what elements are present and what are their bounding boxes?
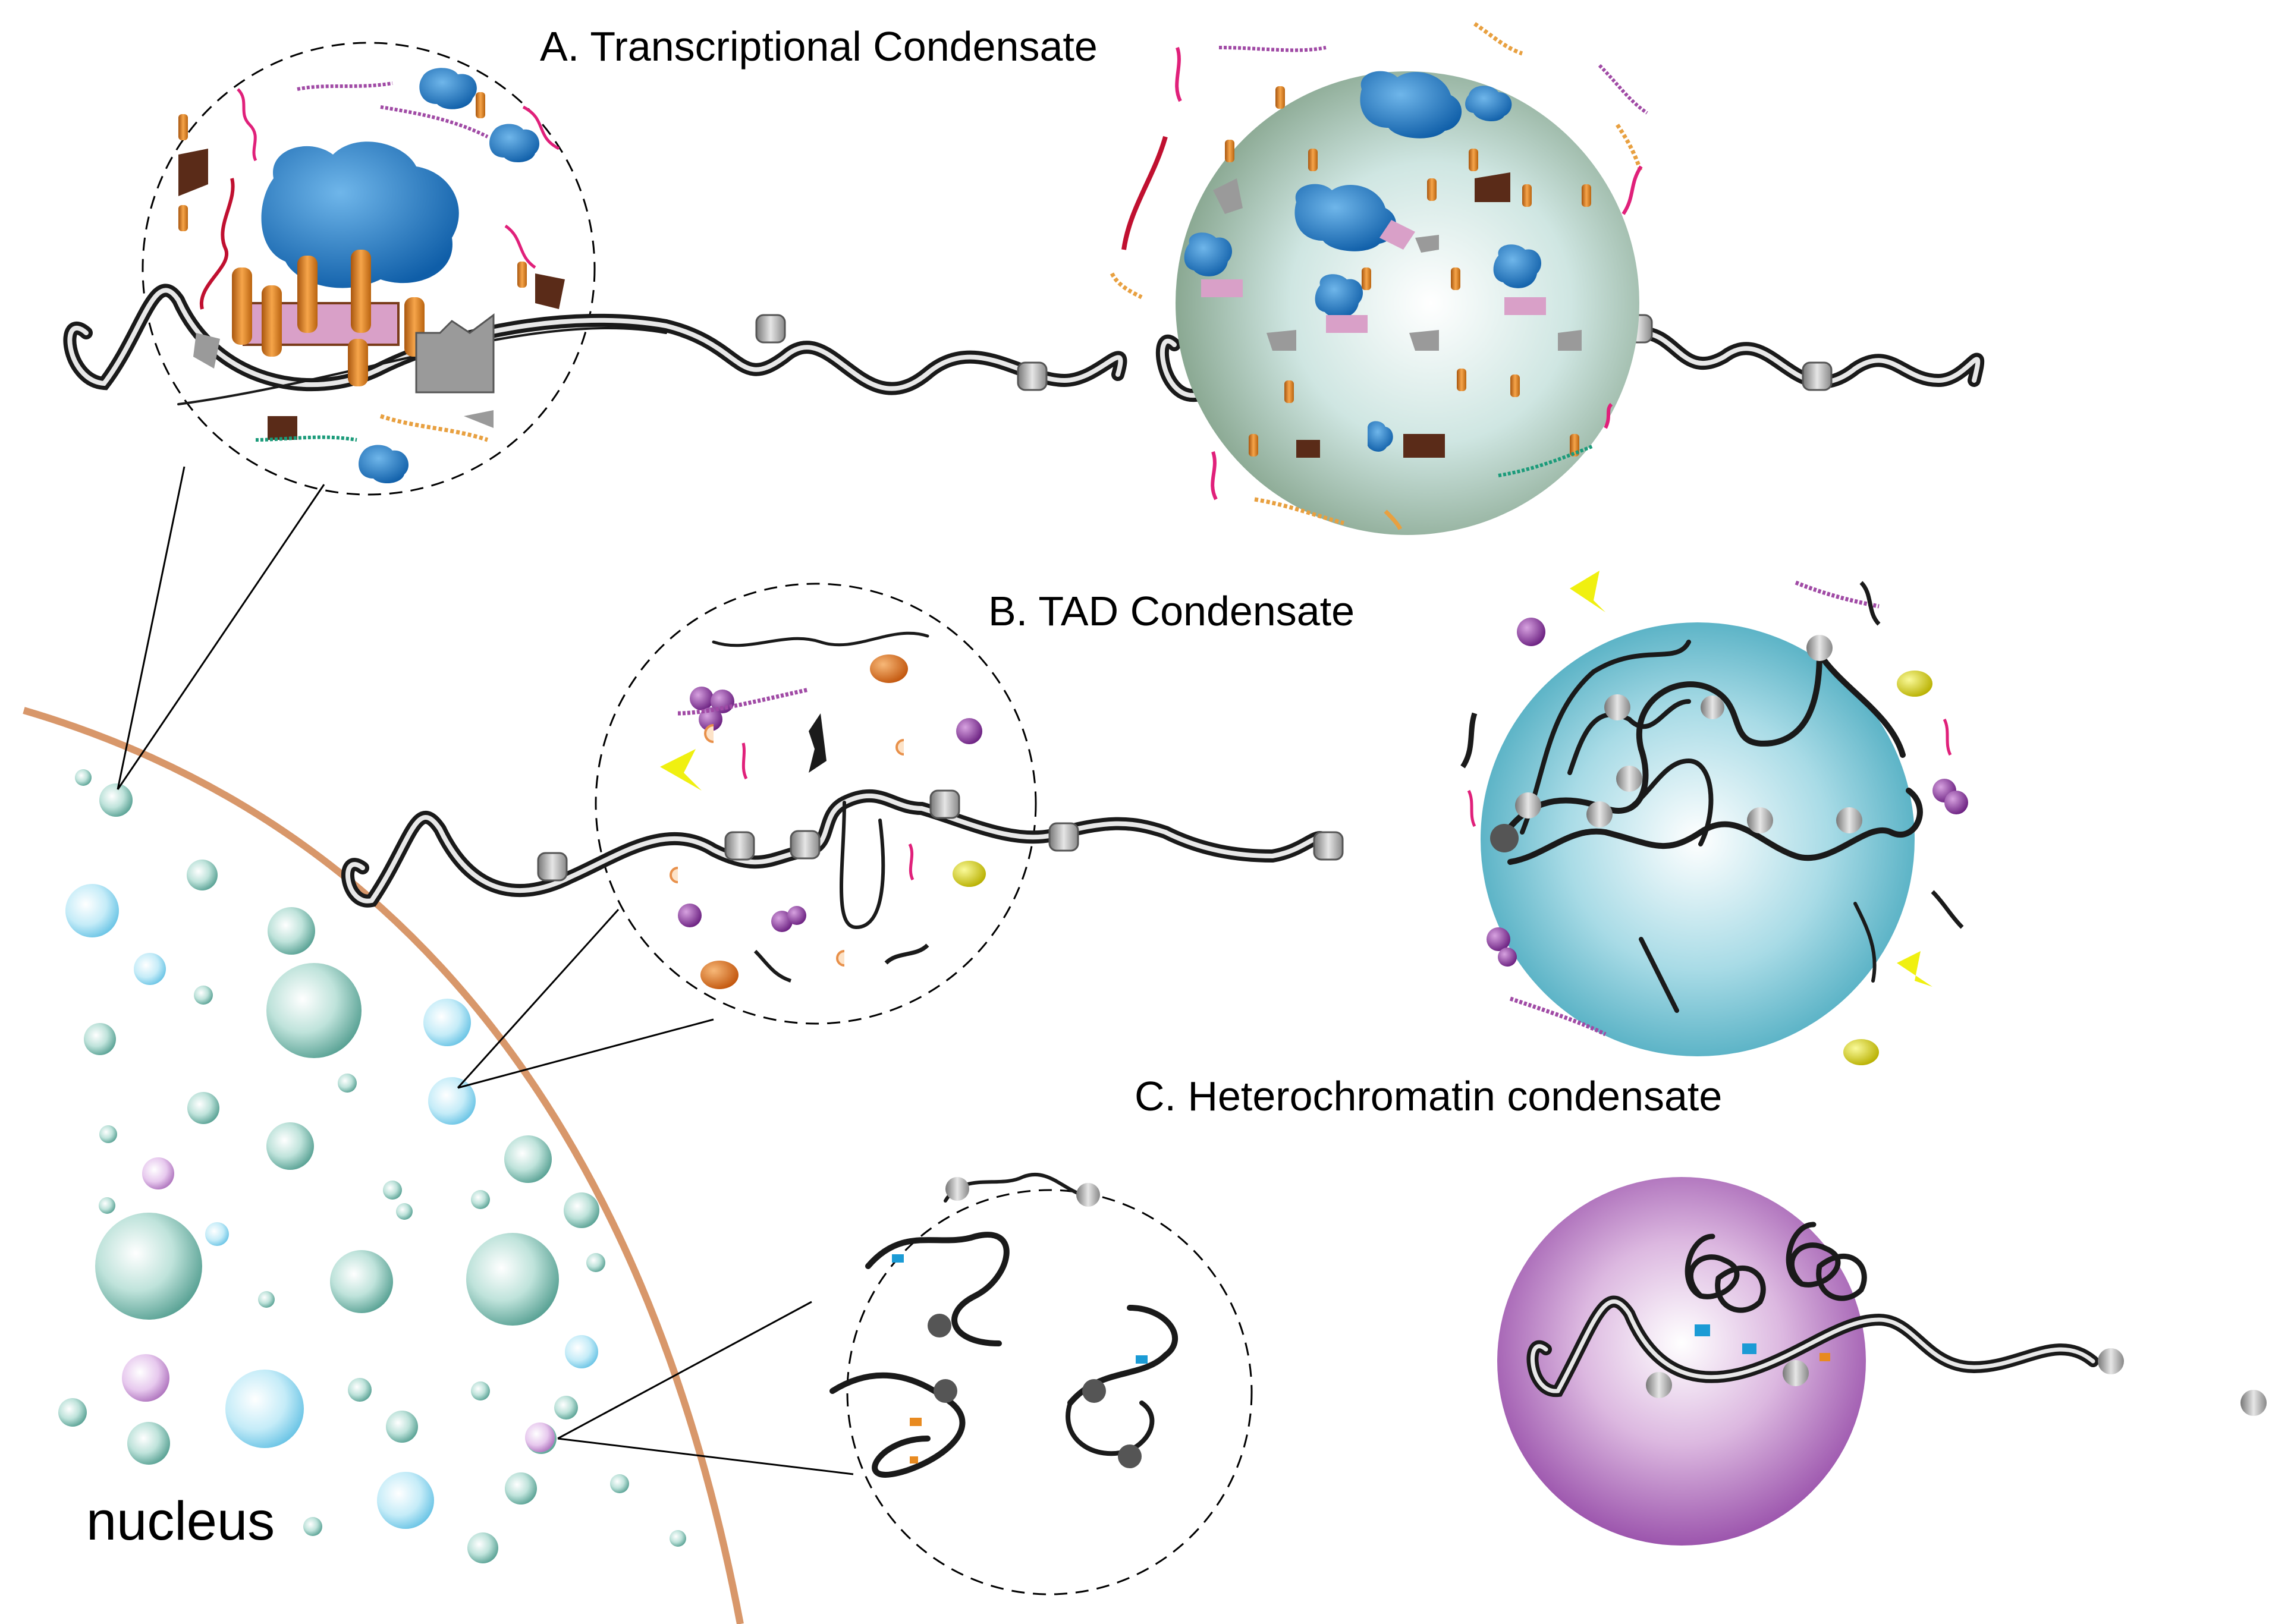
chromatin-fiber-tad bbox=[341, 631, 1333, 930]
label-tad-condensate: B. TAD Condensate bbox=[988, 588, 1355, 634]
label-transcriptional-condensate: A. Transcriptional Condensate bbox=[540, 23, 1098, 70]
tad-factors bbox=[660, 654, 986, 989]
zoom-circle-heterochromatin bbox=[846, 1189, 1253, 1595]
tad-droplet-nucleosomes bbox=[1490, 635, 1862, 852]
heterochromatin-droplet-chromatin bbox=[1526, 1222, 2099, 1398]
rna-polymerase-blob bbox=[261, 68, 540, 484]
outside-factors-a bbox=[1110, 22, 1648, 530]
zoom-circle-transcriptional bbox=[142, 42, 596, 496]
nucleosome-icons-tad bbox=[537, 789, 1344, 882]
transcriptional-condensate-droplet bbox=[1176, 71, 1639, 535]
tad-outside-factors bbox=[1460, 571, 1968, 1065]
mediator-complex bbox=[232, 250, 495, 394]
nucleus-bubbles bbox=[58, 769, 686, 1563]
heterochromatin-zoom-nucleosomes bbox=[892, 1177, 1148, 1468]
row-tad bbox=[341, 571, 1968, 1065]
row-transcriptional bbox=[63, 22, 1985, 535]
droplet-a-contents bbox=[1184, 71, 1591, 458]
heterochromatin-droplet-marks bbox=[1646, 1324, 2267, 1416]
label-nucleus: nucleus bbox=[86, 1491, 275, 1551]
nucleus-region bbox=[23, 466, 854, 1624]
label-heterochromatin-condensate: C. Heterochromatin condensate bbox=[1135, 1073, 1722, 1119]
zoom-circle-tad bbox=[595, 583, 1037, 1025]
nuclear-envelope bbox=[23, 707, 744, 1624]
small-factors-a bbox=[178, 81, 565, 442]
heterochromatin-zoom-fibers bbox=[829, 1172, 1179, 1478]
row-heterochromatin bbox=[829, 1172, 2267, 1595]
zoom-lines bbox=[117, 466, 854, 1475]
heterochromatin-condensate-droplet bbox=[1497, 1177, 1866, 1546]
